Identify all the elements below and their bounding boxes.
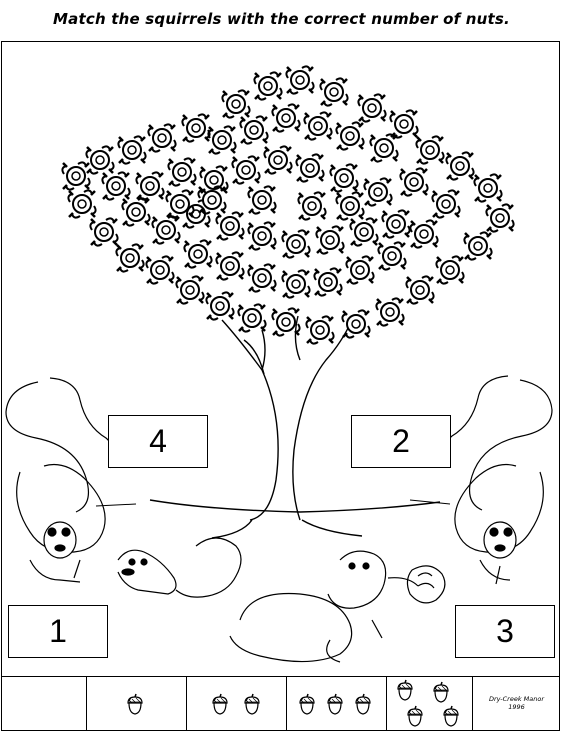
credit-line-1: Dry-Creek Manor: [488, 695, 545, 703]
acorn-icon: [299, 693, 315, 715]
nut-group-4: [397, 679, 459, 727]
squirrel-middle-right: [229, 550, 446, 663]
worksheet-border: [1, 41, 560, 731]
acorn-icon: [212, 693, 228, 715]
acorn-icon: [443, 705, 459, 727]
squirrel-top-right: [445, 375, 553, 585]
nut-cell-4: [387, 677, 473, 731]
nut-cell-3: [287, 677, 387, 731]
squirrel-top-left: [5, 377, 113, 583]
acorn-icon: [355, 693, 371, 715]
acorn-icon: [327, 693, 343, 715]
nut-cell-0: [1, 677, 87, 731]
acorn-icon: [433, 681, 449, 703]
number-box-bottom-left: 1: [8, 605, 108, 658]
nut-strip: Dry-Creek Manor 1996: [1, 676, 560, 731]
credit-cell: Dry-Creek Manor 1996: [473, 677, 560, 731]
squirrel-middle-left: [117, 537, 242, 598]
number-box-bottom-right: 3: [455, 605, 555, 658]
worksheet-title: Match the squirrels with the correct num…: [53, 10, 510, 28]
acorn-icon: [244, 693, 260, 715]
number-box-top-left: 4: [108, 415, 208, 468]
nut-group-3: [299, 693, 371, 715]
nut-group-1: [127, 693, 143, 715]
nut-group-2: [212, 693, 260, 715]
tree-canopy: [61, 65, 515, 345]
acorn-icon: [397, 679, 413, 701]
nut-cell-2: [187, 677, 287, 731]
credit-line-2: 1996: [508, 703, 525, 711]
acorn-icon: [127, 693, 143, 715]
number-box-top-right: 2: [351, 415, 451, 468]
nut-cell-1: [87, 677, 187, 731]
tree-trunk: [149, 315, 441, 539]
acorn-icon: [407, 705, 423, 727]
